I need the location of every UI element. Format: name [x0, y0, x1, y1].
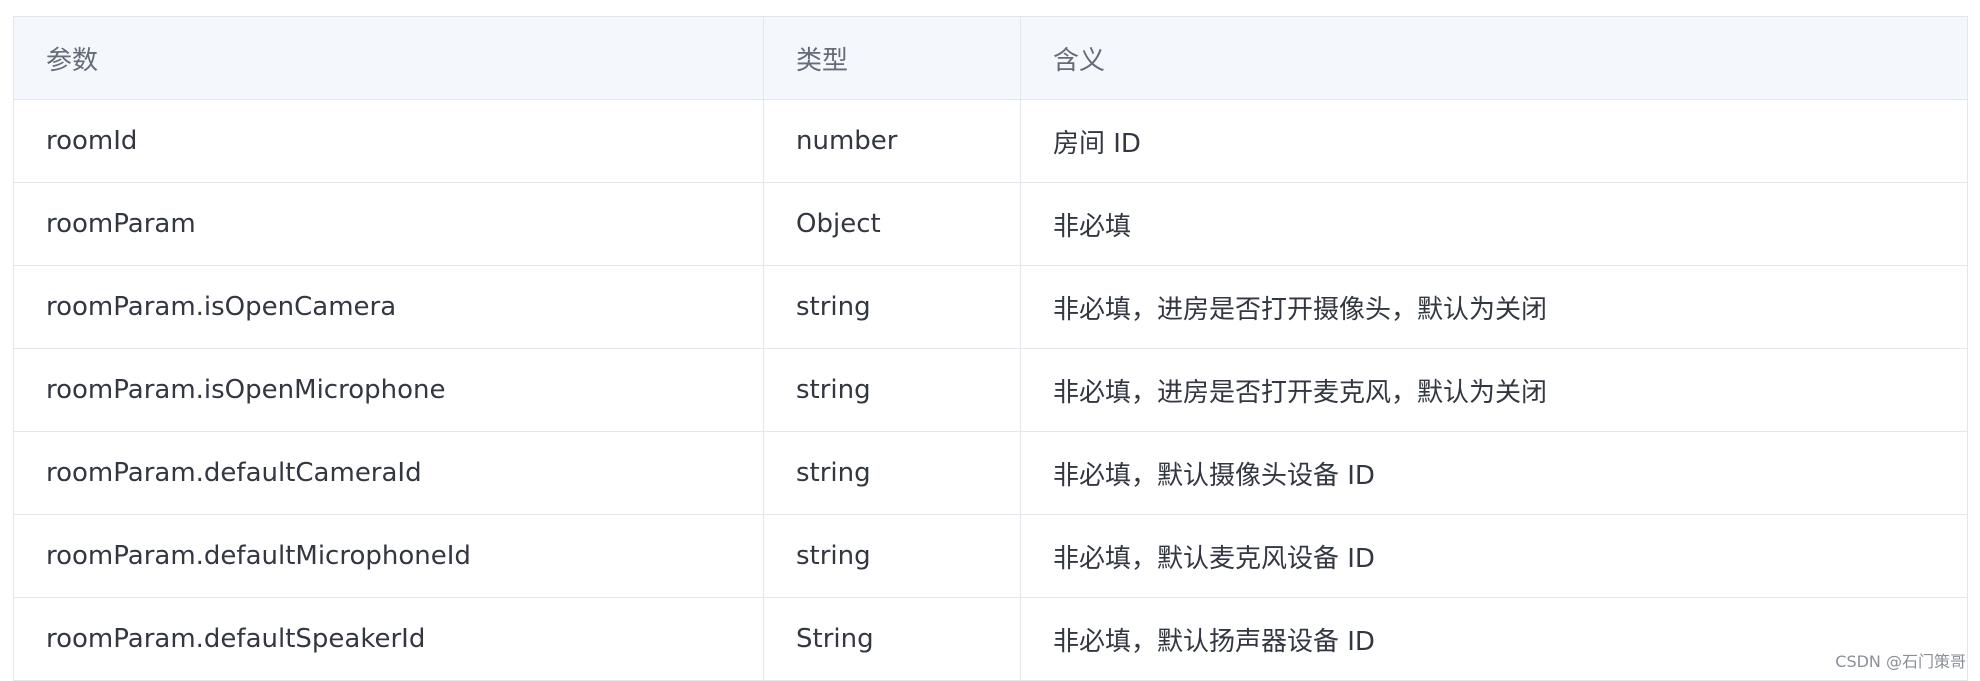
header-type: 类型 — [763, 16, 1021, 100]
header-meaning: 含义 — [1020, 16, 1968, 100]
cell-meaning: 房间 ID — [1020, 99, 1968, 183]
cell-param: roomId — [13, 99, 764, 183]
cell-meaning: 非必填，进房是否打开麦克风，默认为关闭 — [1020, 348, 1968, 432]
table-row: roomParam.defaultCameraId string 非必填，默认摄… — [13, 431, 1968, 515]
table-row: roomParam.isOpenMicrophone string 非必填，进房… — [13, 348, 1968, 432]
table-row: roomId number 房间 ID — [13, 99, 1968, 183]
cell-param: roomParam — [13, 182, 764, 266]
table-row: roomParam.defaultMicrophoneId string 非必填… — [13, 514, 1968, 598]
cell-type: string — [763, 514, 1021, 598]
cell-param: roomParam.defaultMicrophoneId — [13, 514, 764, 598]
cell-type: string — [763, 431, 1021, 515]
header-param: 参数 — [13, 16, 764, 100]
cell-type: Object — [763, 182, 1021, 266]
table-header: 参数 类型 含义 — [13, 16, 1968, 100]
cell-meaning: 非必填，默认摄像头设备 ID — [1020, 431, 1968, 515]
table-row: roomParam.isOpenCamera string 非必填，进房是否打开… — [13, 265, 1968, 349]
cell-param: roomParam.defaultSpeakerId — [13, 597, 764, 681]
cell-type: string — [763, 265, 1021, 349]
header-row: 参数 类型 含义 — [13, 16, 1968, 100]
cell-meaning: 非必填 — [1020, 182, 1968, 266]
table-row: roomParam Object 非必填 — [13, 182, 1968, 266]
cell-param: roomParam.isOpenCamera — [13, 265, 764, 349]
cell-param: roomParam.defaultCameraId — [13, 431, 764, 515]
cell-param: roomParam.isOpenMicrophone — [13, 348, 764, 432]
cell-meaning: 非必填，进房是否打开摄像头，默认为关闭 — [1020, 265, 1968, 349]
cell-meaning: 非必填，默认麦克风设备 ID — [1020, 514, 1968, 598]
cell-type: number — [763, 99, 1021, 183]
watermark: CSDN @石门策哥 — [1835, 652, 1966, 671]
table-body: roomId number 房间 ID roomParam Object 非必填… — [13, 99, 1968, 681]
cell-type: String — [763, 597, 1021, 681]
parameter-table: 参数 类型 含义 roomId number 房间 ID roomParam O… — [13, 16, 1968, 681]
cell-meaning: 非必填，默认扬声器设备 ID — [1020, 597, 1968, 681]
cell-type: string — [763, 348, 1021, 432]
table-row: roomParam.defaultSpeakerId String 非必填，默认… — [13, 597, 1968, 681]
